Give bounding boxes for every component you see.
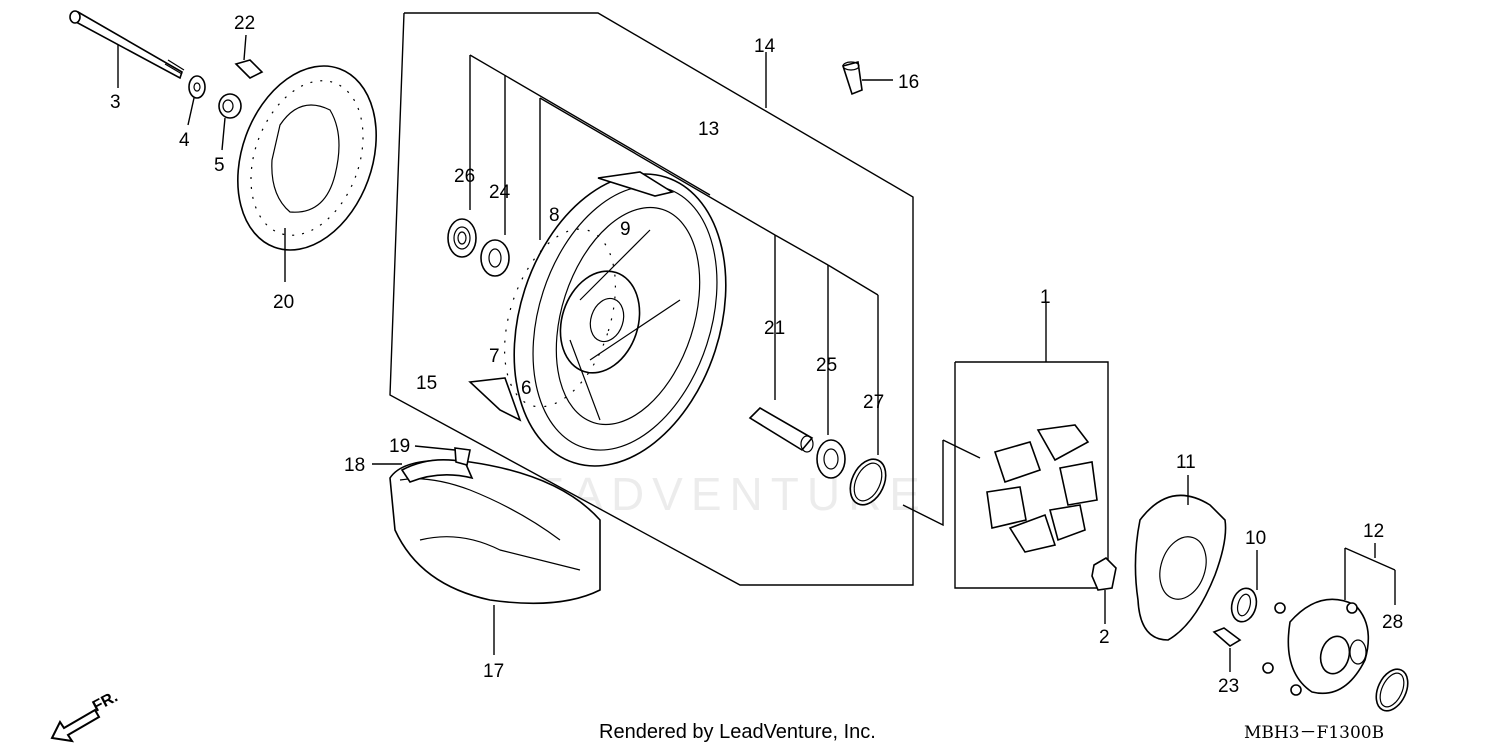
callout-12: 12 (1363, 521, 1384, 542)
callout-14: 14 (754, 36, 776, 57)
diagram-code: MBH3－F1300B (1244, 723, 1384, 743)
callout-4: 4 (179, 130, 190, 151)
wheel-assembly-frame (389, 12, 914, 586)
callout-20: 20 (273, 292, 294, 313)
washer-part-4 (187, 75, 206, 126)
callout-labels: 1 2 3 4 5 6 7 8 9 10 11 12 13 14 15 16 1… (110, 13, 1403, 697)
callout-22: 22 (234, 13, 255, 34)
bolt-part-22 (234, 34, 264, 79)
callout-16: 16 (898, 72, 919, 93)
callout-19: 19 (389, 436, 410, 457)
washer-part-10 (1230, 550, 1258, 623)
callout-28: 28 (1382, 612, 1403, 633)
callout-7: 7 (489, 346, 500, 367)
callout-15: 15 (416, 373, 437, 394)
callout-2: 2 (1099, 627, 1110, 648)
valve-cap-part (841, 60, 893, 96)
callout-9: 9 (620, 219, 631, 240)
bearing-part-24 (480, 239, 510, 277)
bearing-part-26 (447, 218, 477, 258)
hub-part-12 (1262, 598, 1370, 696)
nut-part-2 (1091, 556, 1117, 624)
callout-10: 10 (1245, 528, 1266, 549)
callout-18: 18 (344, 455, 365, 476)
damper-rubbers-part (986, 424, 1098, 553)
wheel-part-13 (468, 171, 727, 467)
o-ring-part-27 (849, 458, 887, 506)
bolt-part-23 (1212, 627, 1242, 672)
callout-1: 1 (1040, 287, 1051, 308)
callout-21: 21 (764, 318, 785, 339)
callout-8: 8 (549, 205, 560, 226)
axle-part (69, 10, 185, 88)
front-direction-arrow-icon: FR. (50, 688, 121, 743)
callout-23: 23 (1218, 676, 1239, 697)
callout-27: 27 (863, 392, 884, 413)
callout-6: 6 (521, 378, 532, 399)
callout-13: 13 (698, 119, 719, 140)
callout-26: 26 (454, 166, 475, 187)
callout-5: 5 (214, 155, 225, 176)
plate-part-11 (1134, 475, 1227, 641)
brake-disc-part (237, 65, 377, 282)
callout-25: 25 (816, 355, 837, 376)
credit-text: Rendered by LeadVenture, Inc. (599, 721, 876, 743)
hub-frame (1344, 543, 1396, 605)
bearing-part-25 (816, 439, 846, 479)
callout-24: 24 (489, 182, 511, 203)
tire-part-17 (372, 445, 601, 655)
spacer-part-21 (748, 407, 814, 453)
callout-3: 3 (110, 92, 121, 113)
callout-17: 17 (483, 661, 504, 682)
callout-11: 11 (1176, 452, 1196, 473)
nut-part-5 (218, 93, 242, 151)
o-ring-part-28 (1375, 668, 1409, 712)
